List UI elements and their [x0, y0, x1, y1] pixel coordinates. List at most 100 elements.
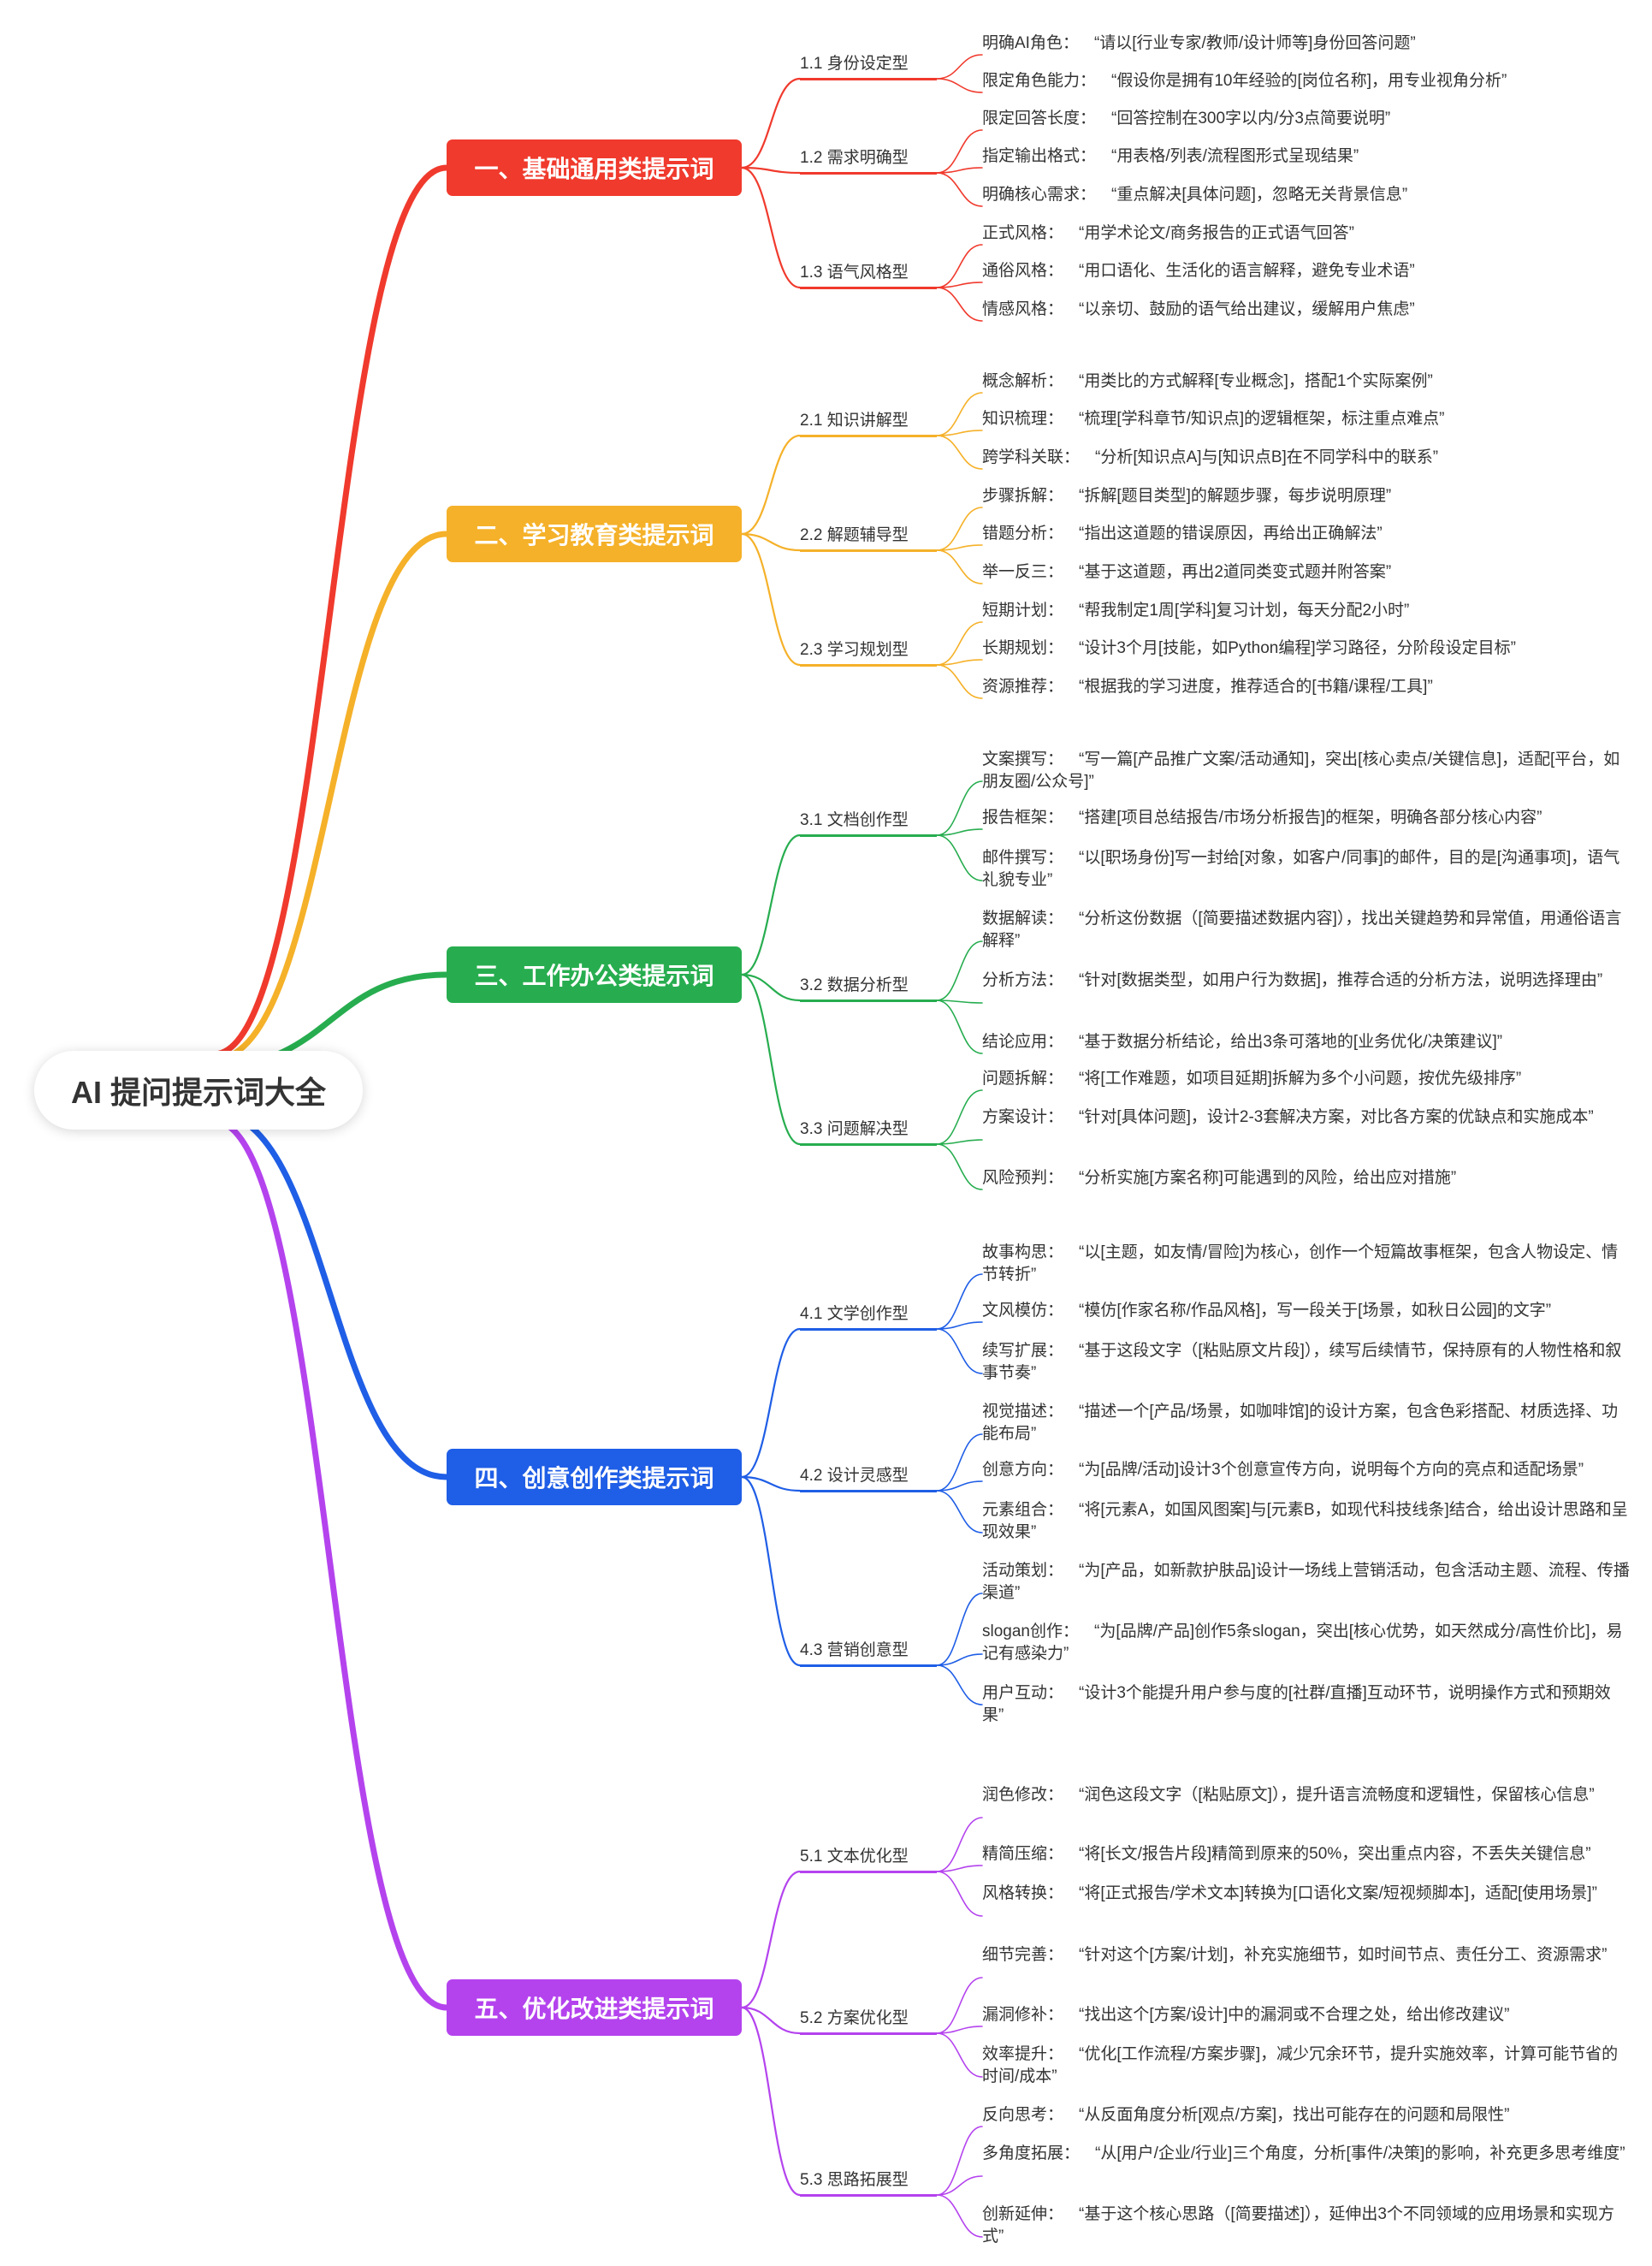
root-branch	[210, 531, 450, 1063]
leaf-branch	[936, 1653, 983, 1666]
leaf-branch	[936, 392, 983, 436]
leaf-item: 精简压缩：“将[长文/报告片段]精简到原来的50%，突出重点内容，不丢失关键信息…	[982, 1845, 1591, 1863]
leaf-item: 长期规划：“设计3个月[技能，如Python编程]学习路径，分阶段设定目标”	[982, 639, 1516, 657]
leaf-item: 分析方法：“针对[数据类型，如用户行为数据]，推荐合适的分析方法，说明选择理由”	[982, 971, 1603, 989]
subcategory-5-2: 5.2 方案优化型	[800, 1999, 937, 2035]
category-node-1: 一、基础通用类提示词	[447, 139, 742, 196]
leaf-branch	[936, 1871, 983, 1917]
leaf-branch	[936, 244, 983, 288]
subcategory-2-1: 2.1 知识讲解型	[800, 401, 937, 437]
subcategory-3-1: 3.1 文档创作型	[800, 801, 937, 837]
leaf-branch	[936, 2194, 983, 2238]
category-branch	[740, 532, 802, 667]
leaf-branch	[936, 659, 983, 666]
leaf-item: 续写扩展：“基于这段文字（[粘贴原文片段]），续写后续情节，保持原有的人物性格和…	[982, 1342, 1622, 1382]
leaf-item: 情感风格：“以亲切、鼓励的语气给出建议，缓解用户焦虑”	[982, 300, 1415, 318]
subcategory-2-3: 2.3 学习规划型	[800, 631, 937, 667]
leaf-branch	[936, 172, 983, 207]
leaf-branch	[936, 1000, 983, 1004]
subcategory-5-1: 5.1 文本优化型	[800, 1837, 937, 1873]
leaf-branch	[936, 430, 983, 436]
leaf-branch	[936, 940, 983, 1001]
category-branch	[740, 166, 802, 175]
leaf-branch	[936, 1490, 983, 1533]
leaf-item: 反向思考：“从反面角度分析[观点/方案]，找出可能存在的问题和局限性”	[982, 2106, 1510, 2124]
leaf-item: 结论应用：“基于数据分析结论，给出3条可落地的[业务优化/决策建议]”	[982, 1033, 1503, 1051]
leaf-branch	[936, 2026, 983, 2034]
leaf-branch	[936, 2175, 983, 2196]
leaf-item: 明确核心需求：“重点解决[具体问题]，忽略无关背景信息”	[982, 186, 1408, 204]
subcategory-5-3: 5.3 思路拓展型	[800, 2161, 937, 2197]
root-branch	[210, 1118, 450, 2011]
leaf-branch	[936, 1433, 983, 1492]
leaf-branch	[936, 167, 983, 174]
leaf-branch	[936, 1321, 983, 1330]
leaf-branch	[936, 1664, 983, 1705]
leaf-item: 通俗风格：“用口语化、生活化的语言解释，避免专业术语”	[982, 262, 1415, 280]
leaf-branch	[936, 1139, 983, 1145]
category-branch	[740, 1475, 802, 1492]
subcategory-4-1: 4.1 文学创作型	[800, 1295, 937, 1331]
leaf-item: 指定输出格式：“用表格/列表/流程图形式呈现结果”	[982, 147, 1359, 165]
leaf-item: 报告框架：“搭建[项目总结报告/市场分析报告]的框架，明确各部分核心内容”	[982, 809, 1542, 827]
leaf-branch	[936, 282, 983, 288]
leaf-branch	[936, 2126, 983, 2196]
subcategory-1-2: 1.2 需求明确型	[800, 139, 937, 175]
leaf-item: 步骤拆解：“拆解[题目类型]的解题步骤，每步说明原理”	[982, 487, 1392, 505]
leaf-item: 创意方向：“为[品牌/活动]设计3个创意宣传方向，说明每个方向的亮点和适配场景”	[982, 1461, 1584, 1479]
leaf-branch	[936, 507, 983, 551]
leaf-item: 资源推荐：“根据我的学习进度，推荐适合的[书籍/课程/工具]”	[982, 678, 1433, 696]
category-branch	[740, 532, 802, 552]
leaf-branch	[936, 1143, 983, 1190]
leaf-branch	[936, 54, 983, 80]
leaf-branch	[936, 1273, 983, 1330]
category-branch	[740, 166, 802, 289]
leaf-item: 漏洞修补：“找出这个[方案/设计]中的漏洞或不合理之处，给出修改建议”	[982, 2006, 1510, 2024]
leaf-branch	[936, 664, 983, 699]
leaf-branch	[936, 78, 983, 93]
leaf-item: 概念解析：“用类比的方式解释[专业概念]，搭配1个实际案例”	[982, 372, 1433, 390]
leaf-branch	[936, 287, 983, 322]
subcategory-1-3: 1.3 语气风格型	[800, 253, 937, 289]
root-branch	[210, 164, 450, 1058]
category-branch	[740, 2006, 802, 2035]
leaf-item: 方案设计：“针对[具体问题]，设计2-3套解决方案，对比各方案的优缺点和实施成本…	[982, 1108, 1594, 1126]
leaf-item: 限定回答长度：“回答控制在300字以内/分3点简要说明”	[982, 110, 1391, 128]
leaf-item: 文案撰写：“写一篇[产品推广文案/活动通知]，突出[核心卖点/关键信息]，适配[…	[982, 750, 1620, 791]
category-branch	[740, 1870, 802, 2009]
category-branch	[740, 2006, 802, 2197]
leaf-item: 错题分析：“指出这道题的错误原因，再给出正确解法”	[982, 525, 1383, 543]
leaf-branch	[936, 2032, 983, 2078]
leaf-item: 活动策划：“为[产品，如新款护肤品]设计一场线上营销活动，包含活动主题、流程、传…	[982, 1562, 1630, 1602]
subcategory-1-1: 1.1 身份设定型	[800, 44, 937, 80]
leaf-branch	[936, 1977, 983, 2034]
leaf-branch	[936, 544, 983, 551]
leaf-branch	[936, 1328, 983, 1374]
category-node-3: 三、工作办公类提示词	[447, 946, 742, 1003]
leaf-item: 数据解读：“分析这份数据（[简要描述数据内容]），找出关键趋势和异常值，用通俗语…	[982, 910, 1622, 950]
leaf-branch	[936, 1593, 983, 1666]
category-branch	[740, 1327, 802, 1479]
leaf-branch	[936, 621, 983, 666]
leaf-item: 短期计划：“帮我制定1周[学科]复习计划，每天分配2小时”	[982, 602, 1410, 620]
leaf-item: slogan创作：“为[品牌/产品]创作5条slogan，突出[核心优势，如天然…	[982, 1622, 1623, 1663]
leaf-branch	[936, 549, 983, 584]
leaf-item: 效率提升：“优化[工作流程/方案步骤]，减少冗余环节，提升实施效率，计算可能节省…	[982, 2045, 1619, 2085]
subcategory-4-2: 4.2 设计灵感型	[800, 1456, 937, 1492]
category-branch	[740, 833, 802, 976]
leaf-branch	[936, 129, 983, 174]
leaf-item: 故事构思：“以[主题，如友情/冒险]为核心，创作一个短篇故事框架，包含人物设定、…	[982, 1243, 1619, 1284]
leaf-item: 元素组合：“将[元素A，如国风图案]与[元素B，如现代科技线条]结合，给出设计思…	[982, 1501, 1628, 1541]
category-node-5: 五、优化改进类提示词	[447, 1979, 742, 2036]
leaf-branch	[936, 1817, 983, 1872]
leaf-branch	[936, 828, 983, 836]
leaf-item: 文风模仿：“模仿[作家名称/作品风格]，写一段关于[场景，如秋日公园]的文字”	[982, 1302, 1552, 1320]
subcategory-2-2: 2.2 解题辅导型	[800, 516, 937, 552]
category-branch	[740, 973, 802, 1146]
leaf-item: 创新延伸：“基于这个核心思路（[简要描述]），延伸出3个不同领域的应用场景和实现…	[982, 2205, 1614, 2245]
leaf-item: 正式风格：“用学术论文/商务报告的正式语气回答”	[982, 224, 1354, 242]
leaf-branch	[936, 1865, 983, 1872]
leaf-branch	[936, 435, 983, 470]
leaf-branch	[936, 1089, 983, 1145]
leaf-item: 知识梳理：“梳理[学科章节/知识点]的逻辑框架，标注重点难点”	[982, 410, 1445, 428]
